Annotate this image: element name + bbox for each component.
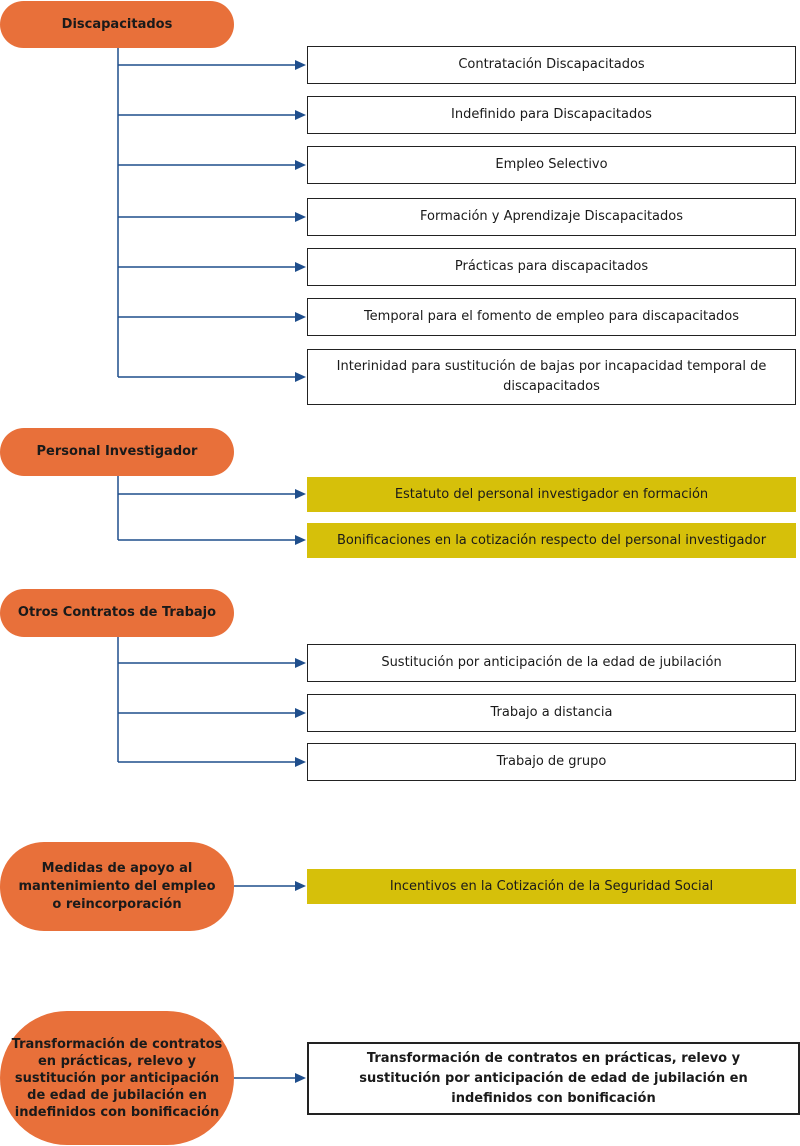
item-trabajo-grupo: Trabajo de grupo [307,743,796,781]
item-empleo-selectivo: Empleo Selectivo [307,146,796,184]
connector-0-2-arrowhead [295,160,306,170]
connector-3-0-arrowhead [295,881,306,891]
item-indefinido-discapacitados: Indefinido para Discapacitados [307,96,796,134]
item-estatuto-personal-investigador: Estatuto del personal investigador en fo… [307,477,796,512]
connector-2-2-arrowhead [295,757,306,767]
item-contratacion-discapacitados: Contratación Discapacitados [307,46,796,84]
category-personal-investigador: Personal Investigador [0,428,234,476]
connector-4-0-arrowhead [295,1073,306,1083]
item-transformacion-contratos: Transformación de contratos en prácticas… [307,1042,800,1115]
category-discapacitados: Discapacitados [0,1,234,48]
category-medidas-apoyo: Medidas de apoyo al mantenimiento del em… [0,842,234,931]
connector-0-4-arrowhead [295,262,306,272]
connector-1-1-arrowhead [295,535,306,545]
item-incentivos-cotizacion: Incentivos en la Cotización de la Seguri… [307,869,796,904]
item-formacion-aprendizaje: Formación y Aprendizaje Discapacitados [307,198,796,236]
connector-0-3-arrowhead [295,212,306,222]
item-trabajo-distancia: Trabajo a distancia [307,694,796,732]
connector-0-6-arrowhead [295,372,306,382]
connector-0-5-arrowhead [295,312,306,322]
connector-2-0-arrowhead [295,658,306,668]
item-bonificaciones-cotizacion: Bonificaciones en la cotización respecto… [307,523,796,558]
category-transformacion-contratos: Transformación de contratos en prácticas… [0,1011,234,1145]
connector-2-1-arrowhead [295,708,306,718]
connector-0-0-arrowhead [295,60,306,70]
item-temporal-fomento-empleo: Temporal para el fomento de empleo para … [307,298,796,336]
item-interinidad-sustitucion: Interinidad para sustitución de bajas po… [307,349,796,405]
connector-0-1-arrowhead [295,110,306,120]
category-otros-contratos: Otros Contratos de Trabajo [0,589,234,637]
item-practicas-discapacitados: Prácticas para discapacitados [307,248,796,286]
connector-1-0-arrowhead [295,489,306,499]
item-sustitucion-jubilacion: Sustitución por anticipación de la edad … [307,644,796,682]
